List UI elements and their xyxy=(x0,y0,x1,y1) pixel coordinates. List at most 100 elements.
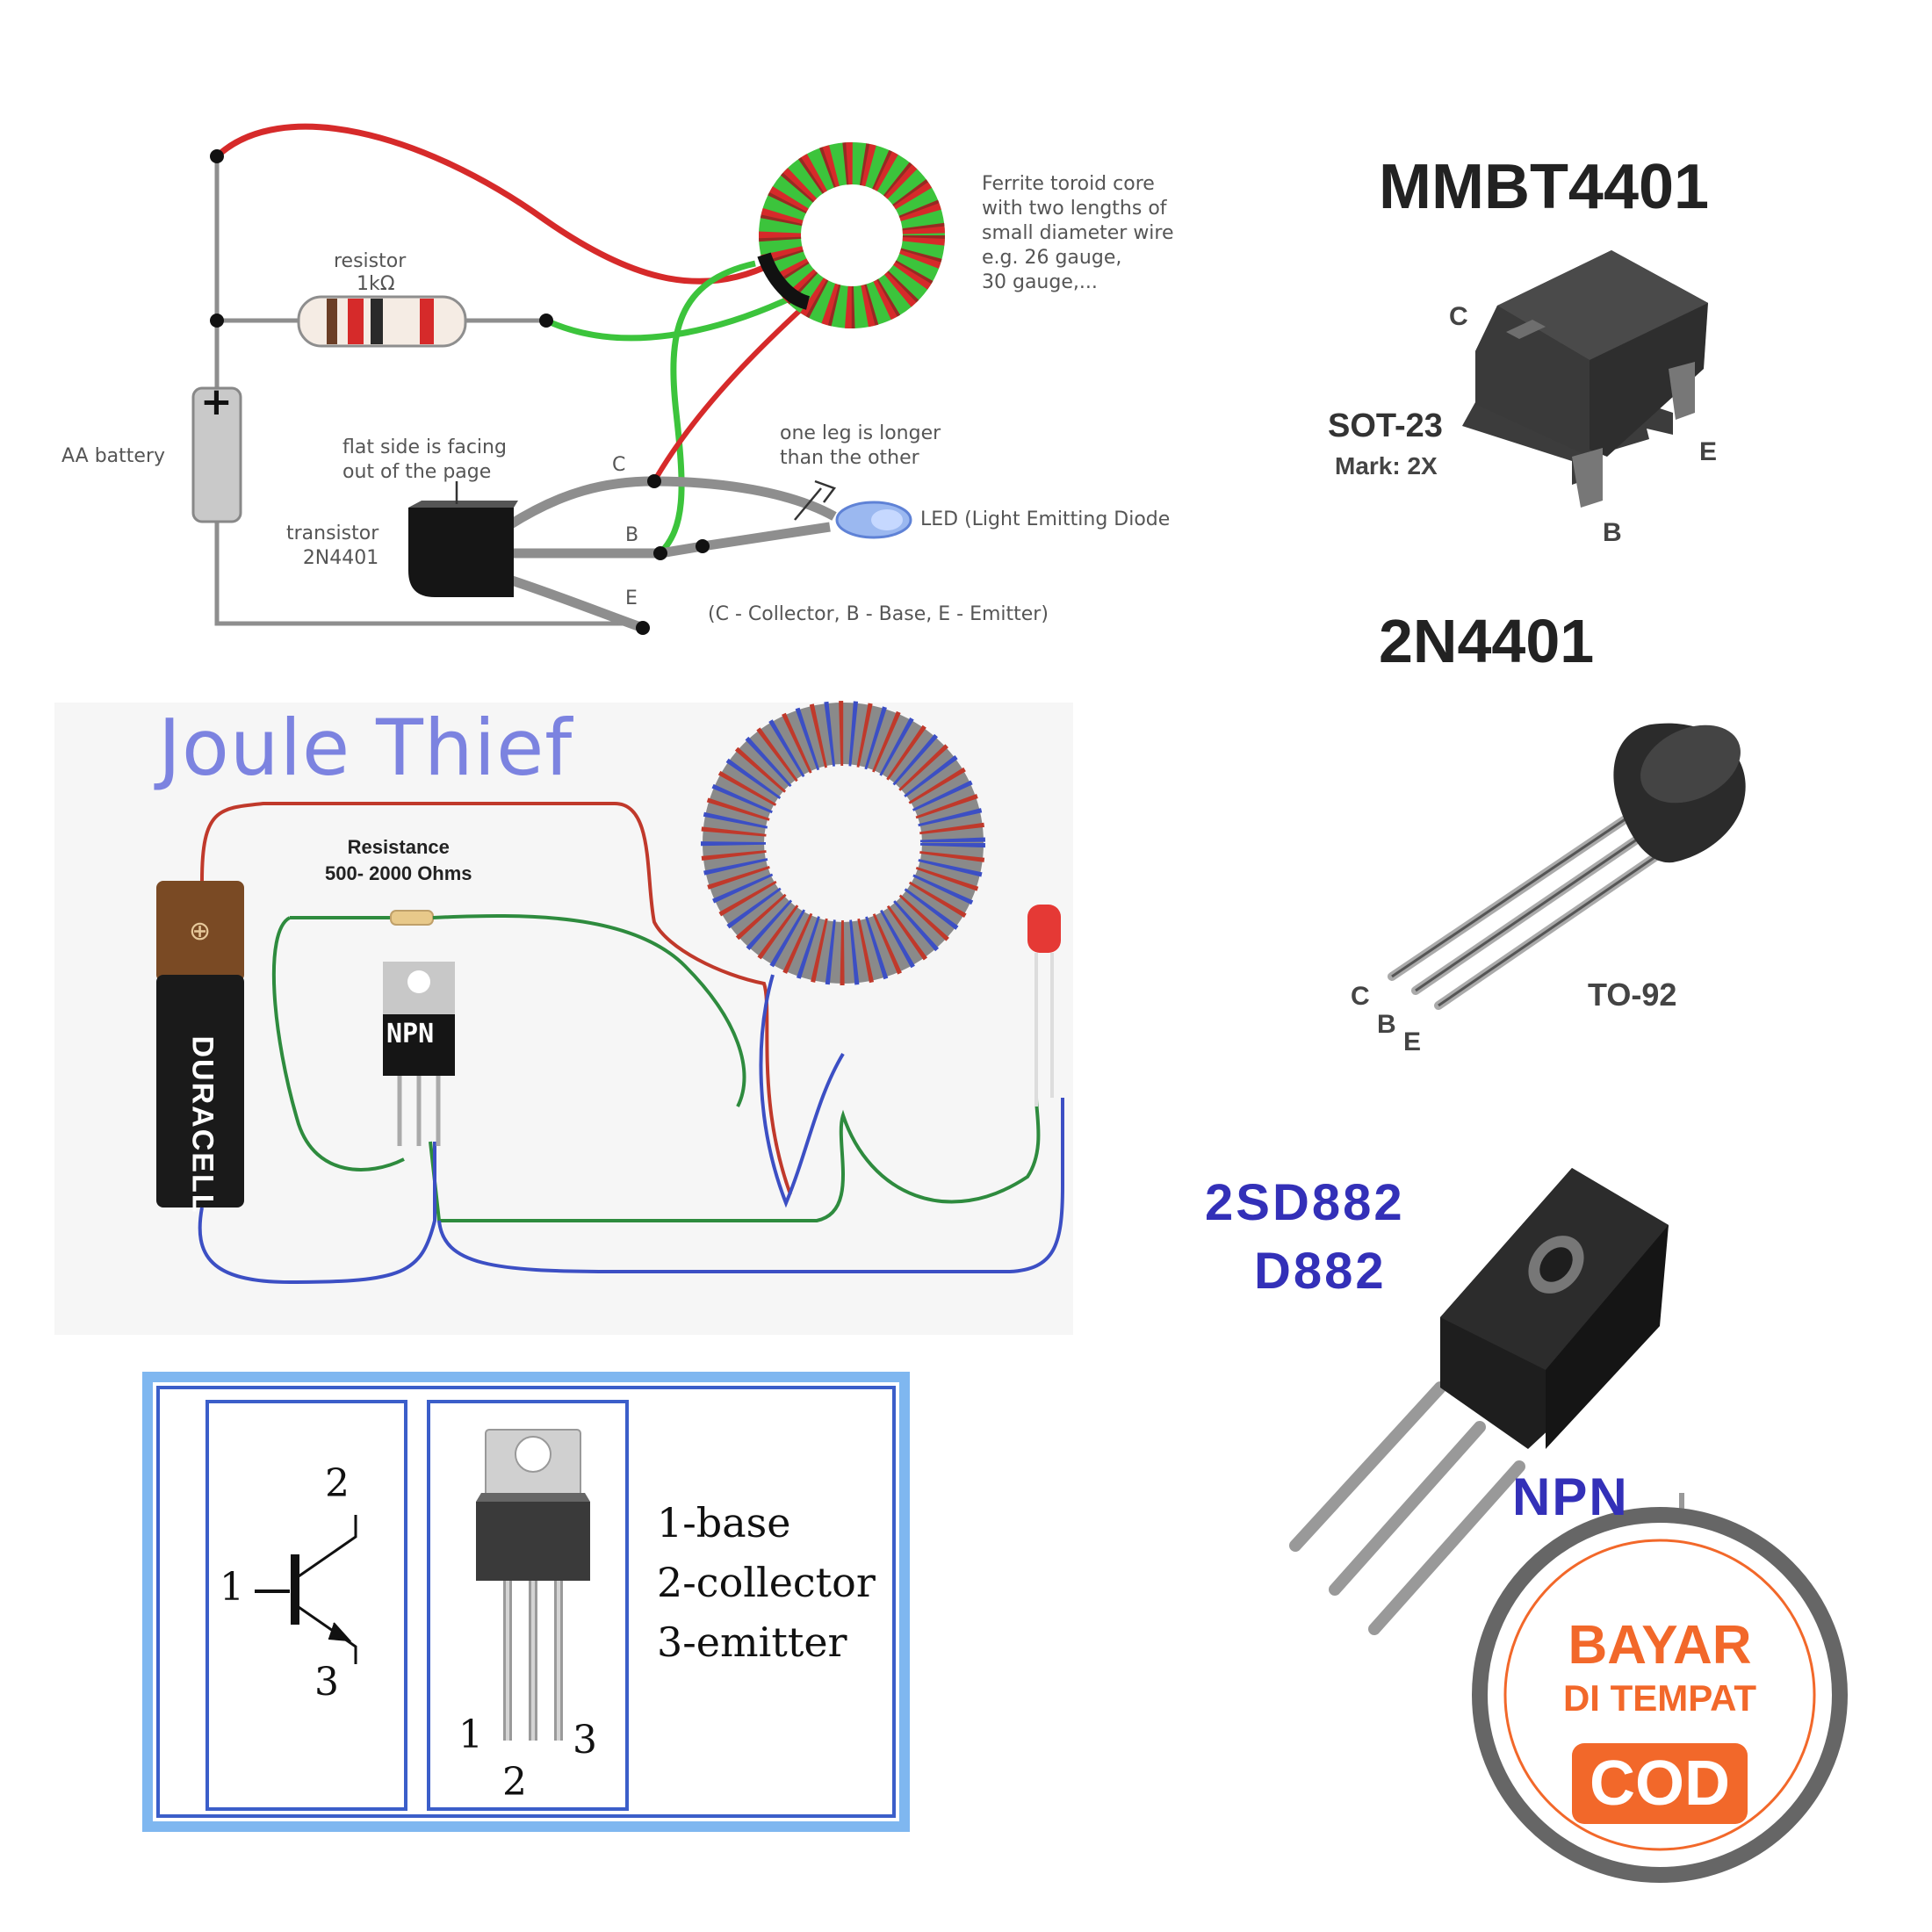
pin-legend-emitter: 3-emitter xyxy=(657,1618,847,1666)
to92-pin-c: C xyxy=(1351,982,1370,1011)
pin-c-label: C xyxy=(612,454,626,476)
transistor-label-line: transistor xyxy=(286,523,379,544)
to92-label: TO-92 xyxy=(1588,977,1677,1013)
resistor-band xyxy=(348,299,364,344)
badge-cod: COD xyxy=(1590,1748,1730,1819)
joule-thief-title: Joule Thief xyxy=(158,703,573,793)
mmbt-pin-b: B xyxy=(1603,518,1622,547)
ferrite-note-line: with two lengths of xyxy=(982,198,1167,220)
panel-outer-border xyxy=(142,1372,910,1832)
battery-black-body xyxy=(156,975,244,1208)
toroid-winding-blue xyxy=(701,701,985,985)
emitter-leg xyxy=(508,574,645,633)
red-wire-collector xyxy=(652,300,811,483)
battery-brand: DURACELL xyxy=(185,1035,220,1215)
junction-dot xyxy=(210,314,224,328)
mmbt-title: MMBT4401 xyxy=(1379,152,1710,222)
leg-note: one leg is longer than the other xyxy=(780,422,941,471)
base-leg xyxy=(509,522,831,559)
transistor-label: transistor 2N4401 xyxy=(286,522,378,571)
leg-note-line: one leg is longer xyxy=(780,422,941,444)
jt-led xyxy=(1027,905,1061,953)
battery-symbol: ⊕ xyxy=(189,916,211,947)
npn-tab-hole xyxy=(407,970,430,993)
toroid-core-top xyxy=(757,142,945,328)
battery-copper-top xyxy=(156,881,244,982)
junction-dot xyxy=(647,474,661,488)
ferrite-note-line: 30 gauge,... xyxy=(982,271,1098,293)
symbol-pin-3: 3 xyxy=(314,1660,339,1705)
transistor-body xyxy=(408,508,514,597)
junction-dot xyxy=(636,621,650,635)
ferrite-note: Ferrite toroid core with two lengths of … xyxy=(982,172,1174,295)
n2n-title: 2N4401 xyxy=(1379,607,1595,675)
d882-line2: D882 xyxy=(1254,1243,1387,1300)
pin-b-label: B xyxy=(625,524,639,546)
sot23-package xyxy=(1462,250,1708,508)
leg-note-arrowhead xyxy=(814,479,837,503)
green-wire-base xyxy=(658,260,756,556)
junction-dot xyxy=(653,546,667,560)
d882-type: NPN xyxy=(1512,1467,1629,1526)
led-highlight xyxy=(871,509,903,530)
resistance-line: 500- 2000 Ohms xyxy=(325,862,472,884)
cod-box xyxy=(1572,1743,1748,1824)
transistor-label-line: 2N4401 xyxy=(302,547,379,569)
pin-e-label: E xyxy=(625,588,638,609)
collector-leg xyxy=(507,476,837,530)
leg-note-line: than the other xyxy=(780,447,919,469)
mmbt-pin-e: E xyxy=(1699,437,1718,466)
resistor-band xyxy=(371,299,383,344)
npn-body xyxy=(383,1014,455,1076)
transistor-top xyxy=(408,501,518,508)
green-wire-resistor xyxy=(544,286,810,342)
package-pin-3: 3 xyxy=(573,1718,597,1763)
junction-dot xyxy=(539,314,553,328)
badge-line2: DI TEMPAT xyxy=(1562,1677,1757,1719)
ferrite-note-line: Ferrite toroid core xyxy=(982,173,1155,195)
sot23-label: SOT-23 xyxy=(1328,407,1443,444)
package-pin-1: 1 xyxy=(458,1712,483,1757)
pinout-panel-graphics xyxy=(142,1372,910,1832)
symbol-pin-1: 1 xyxy=(220,1565,244,1610)
resistor-value: 1kΩ xyxy=(357,273,395,295)
pin-legend-base: 1-base xyxy=(657,1499,791,1546)
panel-inner-border xyxy=(156,1386,896,1818)
to92-pin-e: E xyxy=(1403,1027,1422,1056)
junction-dot xyxy=(696,539,710,553)
resistor-band xyxy=(327,299,337,344)
toroid-winding-red xyxy=(701,701,985,985)
battery-label: AA battery xyxy=(61,445,166,467)
led-label: LED (Light Emitting Diode xyxy=(920,508,1171,530)
flat-side-line: flat side is facing xyxy=(342,436,507,458)
flat-side-note: flat side is facing out of the page xyxy=(342,436,507,485)
pin-legend-list: 1-base 2-collector 3-emitter xyxy=(657,1493,876,1672)
sot23-mark: Mark: 2X xyxy=(1335,452,1438,479)
d882-line1: 2SD882 xyxy=(1205,1174,1405,1231)
battery-body xyxy=(191,386,242,523)
leg-note-arrow xyxy=(794,487,822,521)
to220-body xyxy=(476,1502,590,1581)
npn-text: NPN xyxy=(386,1019,435,1049)
frame-wire xyxy=(214,156,643,626)
package-box xyxy=(427,1400,629,1811)
junction-dot xyxy=(210,149,224,163)
ferrite-note-line: e.g. 26 gauge, xyxy=(982,247,1122,269)
mmbt-pin-c: C xyxy=(1449,302,1468,331)
red-wire-top xyxy=(214,123,775,285)
package-pin-2: 2 xyxy=(502,1760,527,1805)
resistor-small xyxy=(390,910,434,926)
symbol-box xyxy=(205,1400,407,1811)
resistance-label: Resistance 500- 2000 Ohms xyxy=(325,834,472,887)
badge-line1: BAYAR xyxy=(1568,1615,1752,1676)
pin-legend-collector: 2-collector xyxy=(657,1559,876,1606)
resistor-label: resistor xyxy=(334,250,407,272)
resistance-line: Resistance xyxy=(347,836,450,858)
flat-side-line: out of the page xyxy=(342,461,492,483)
cod-badge-graphics xyxy=(1472,1507,1848,1883)
to220-hole xyxy=(515,1436,551,1473)
resistor-band xyxy=(420,299,434,344)
ferrite-note-line: small diameter wire xyxy=(982,222,1174,244)
top-circuit xyxy=(191,123,945,635)
